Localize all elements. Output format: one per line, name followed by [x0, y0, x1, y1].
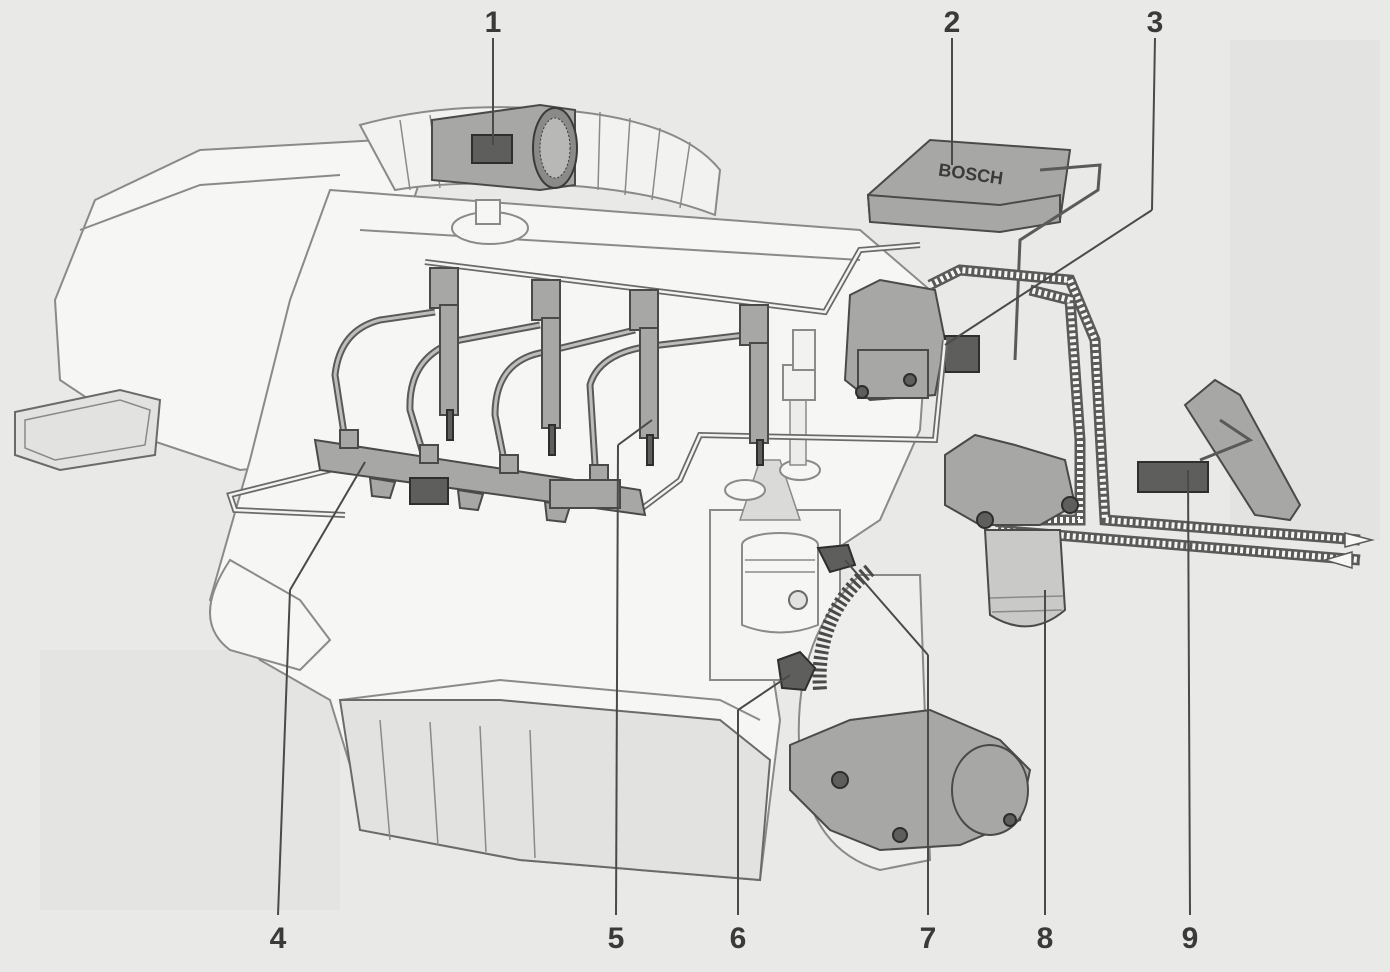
camshaft-sensor — [816, 543, 857, 574]
fuel-filter — [944, 433, 1079, 628]
callout-5: 5 — [608, 922, 625, 955]
high-pressure-line — [226, 339, 948, 518]
callout-3: 3 — [1147, 6, 1164, 39]
callout-9: 9 — [1182, 922, 1199, 955]
injectors — [429, 267, 769, 466]
callout-6: 6 — [730, 922, 747, 955]
air-mass-meter — [431, 103, 578, 192]
oil-filler-cap — [451, 199, 529, 245]
injector-4 — [739, 304, 769, 466]
injector-2 — [531, 279, 561, 456]
high-pressure-pump — [843, 278, 980, 402]
accelerator-pedal — [1137, 378, 1302, 522]
injector-3 — [629, 289, 659, 466]
leader-lines — [277, 37, 1191, 916]
callout-2: 2 — [944, 6, 961, 39]
starter-motor — [789, 708, 1032, 852]
callout-4: 4 — [270, 922, 287, 955]
callout-1: 1 — [485, 6, 502, 39]
cylinder-cutaway — [709, 329, 841, 681]
callout-7: 7 — [920, 922, 937, 955]
crankshaft-speed-sensor — [776, 650, 817, 692]
callout-8: 8 — [1037, 922, 1054, 955]
common-rail — [313, 429, 647, 524]
injector-1 — [429, 267, 459, 441]
engine-control-unit: BOSCH — [866, 138, 1102, 361]
injector-supply-pipe — [424, 242, 921, 316]
callout-labels: 1 2 3 4 5 6 7 8 9 — [270, 6, 1199, 955]
